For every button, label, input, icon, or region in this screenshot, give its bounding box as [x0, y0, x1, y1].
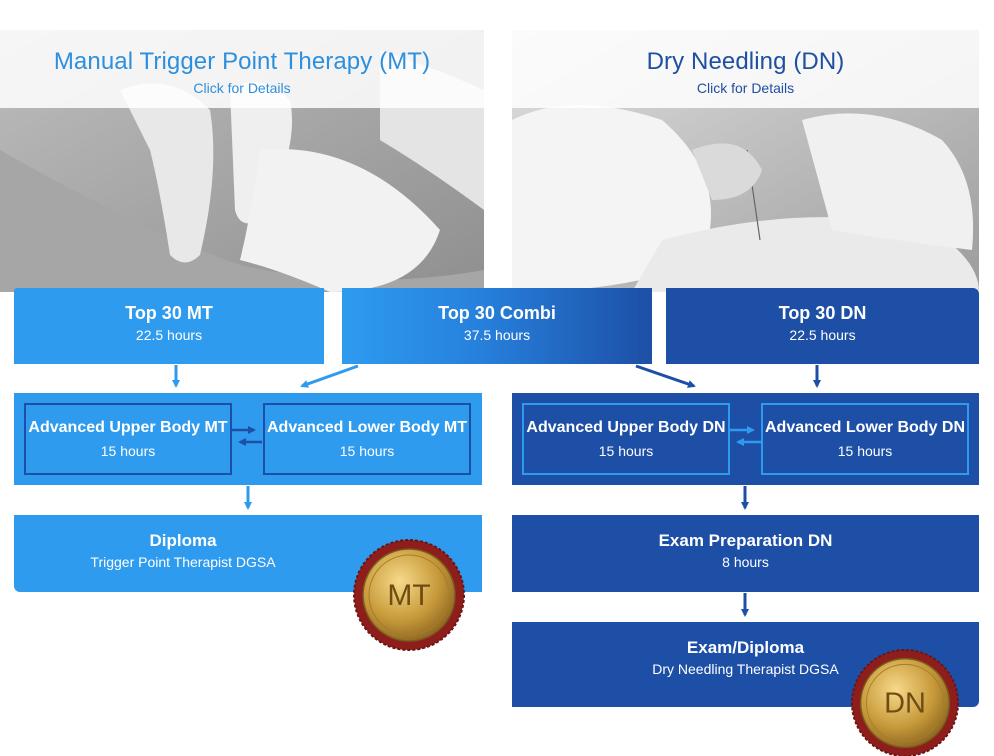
mt-medal-seal-icon: MT [352, 538, 466, 657]
dn-course-card[interactable]: Dry Needling (DN) Click for Details [512, 30, 979, 292]
advanced-upper-mt-box[interactable]: Advanced Upper Body MT 15 hours [24, 403, 232, 475]
top30-dn-box[interactable]: Top 30 DN 22.5 hours [666, 288, 979, 364]
dn-details-link[interactable]: Click for Details [696, 80, 795, 96]
mt-diploma-subtitle: Trigger Point Therapist DGSA [90, 554, 276, 570]
mt-diploma-title: Diploma [149, 531, 217, 550]
top30-dn-hours: 22.5 hours [789, 327, 856, 343]
top30-combi-title: Top 30 Combi [438, 303, 556, 323]
advanced-upper-dn-hours: 15 hours [598, 443, 654, 459]
mt-details-link[interactable]: Click for Details [193, 80, 291, 96]
advanced-mt-panel: Advanced Upper Body MT 15 hours Advanced… [14, 393, 482, 485]
top30-mt-title: Top 30 MT [125, 303, 213, 323]
advanced-dn-panel: Advanced Upper Body DN 15 hours Advanced… [512, 393, 979, 485]
dn-exam-diploma-subtitle: Dry Needling Therapist DGSA [652, 661, 839, 677]
advanced-lower-dn-hours: 15 hours [837, 443, 893, 459]
dn-exam-prep-box[interactable]: Exam Preparation DN 8 hours [512, 515, 979, 592]
advanced-upper-mt-title: Advanced Upper Body MT [28, 419, 228, 436]
dn-medal-seal-icon: DN [850, 648, 960, 756]
arrow-down-icon [635, 364, 696, 388]
top30-combi-hours: 37.5 hours [463, 327, 531, 343]
advanced-lower-mt-box[interactable]: Advanced Lower Body MT 15 hours [263, 403, 471, 475]
advanced-upper-dn-title: Advanced Upper Body DN [526, 419, 726, 436]
top30-dn-title: Top 30 DN [778, 303, 867, 323]
advanced-lower-dn-title: Advanced Lower Body DN [764, 419, 966, 436]
advanced-lower-dn-box[interactable]: Advanced Lower Body DN 15 hours [761, 403, 969, 475]
advanced-upper-dn-box[interactable]: Advanced Upper Body DN 15 hours [522, 403, 730, 475]
arrow-down-icon [300, 364, 359, 388]
mt-seal-label: MT [387, 579, 430, 612]
advanced-lower-mt-title: Advanced Lower Body MT [266, 419, 468, 436]
dn-exam-diploma-title: Exam/Diploma [686, 638, 805, 657]
dn-exam-prep-title: Exam Preparation DN [658, 531, 833, 550]
dn-course-title[interactable]: Dry Needling (DN) [646, 48, 845, 75]
top30-combi-box[interactable]: Top 30 Combi 37.5 hours [342, 288, 652, 364]
dn-seal-label: DN [884, 688, 926, 720]
advanced-lower-mt-hours: 15 hours [339, 443, 395, 459]
advanced-upper-mt-hours: 15 hours [100, 443, 156, 459]
top30-mt-hours: 22.5 hours [135, 327, 203, 343]
mt-course-card[interactable]: Manual Trigger Point Therapy (MT) Click … [0, 30, 484, 292]
mt-course-title[interactable]: Manual Trigger Point Therapy (MT) [53, 48, 431, 75]
top30-mt-box[interactable]: Top 30 MT 22.5 hours [14, 288, 324, 364]
dn-exam-prep-hours: 8 hours [722, 554, 769, 570]
